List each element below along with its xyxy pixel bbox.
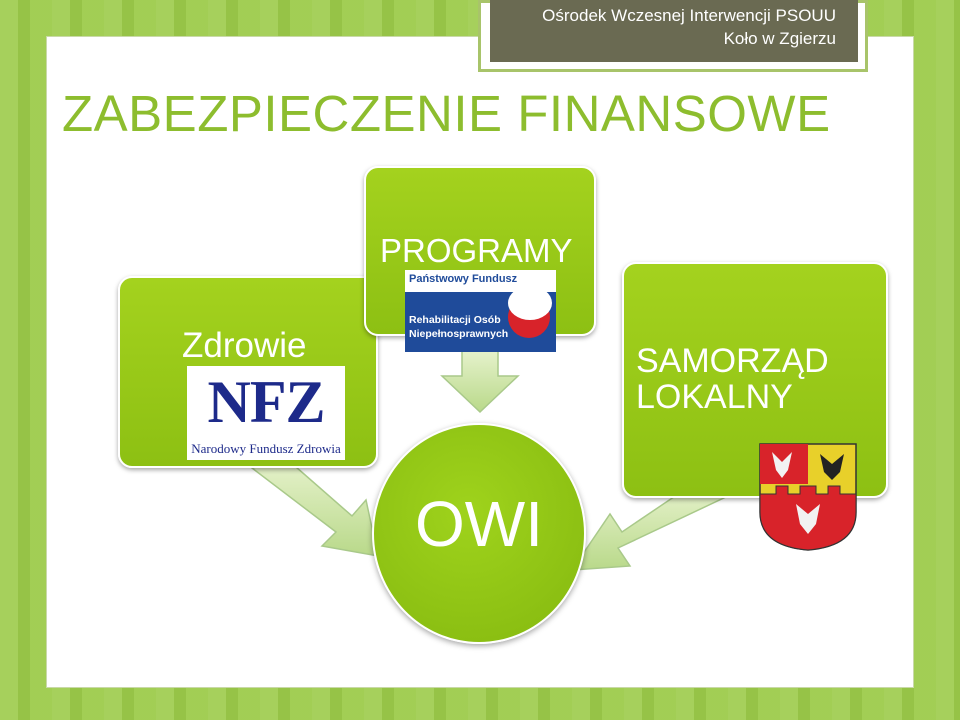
node-zdrowie-label: Zdrowie — [182, 326, 307, 365]
nfz-logo-text: NFZ — [207, 369, 326, 435]
org-branch: Koło w Zgierzu — [723, 29, 836, 48]
node-programy-label: PROGRAMY — [380, 232, 573, 269]
pfron-logo-line1: Państwowy Fundusz — [409, 273, 518, 285]
pfron-logo-line3: Niepełnosprawnych — [409, 328, 509, 340]
arrow-zdrowie — [250, 459, 379, 557]
node-samorzad-label-1: SAMORZĄD — [636, 342, 829, 380]
node-owi: OWI — [372, 423, 586, 644]
pfron-logo: Państwowy Fundusz Rehabilitacji Osób Nie… — [405, 270, 556, 352]
pfron-logo-mark-white — [508, 286, 552, 320]
org-name: Ośrodek Wczesnej Interwencji PSOUU — [542, 6, 836, 25]
arrow-samorzad — [570, 485, 731, 571]
node-owi-label: OWI — [415, 488, 543, 560]
arrow-programy — [440, 349, 520, 414]
coat-of-arms-icon — [759, 443, 857, 551]
pfron-logo-line2: Rehabilitacji Osób — [409, 314, 501, 326]
nfz-logo-caption: Narodowy Fundusz Zdrowia — [191, 441, 341, 456]
node-samorzad-label-2: LOKALNY — [636, 378, 793, 416]
header-badge: Ośrodek Wczesnej Interwencji PSOUU Koło … — [490, 0, 858, 62]
page-title: ZABEZPIECZENIE FINANSOWE — [62, 85, 831, 142]
nfz-logo: NFZ Narodowy Fundusz Zdrowia — [187, 366, 345, 460]
